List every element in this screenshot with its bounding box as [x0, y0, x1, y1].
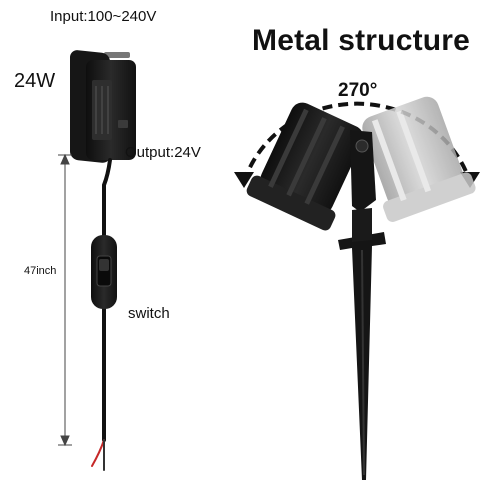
- wattage-label: 24W: [14, 70, 56, 92]
- rotation-angle-label: 270°: [338, 80, 378, 101]
- input-voltage-label: Input:100~240V: [50, 8, 157, 25]
- length-dimension-line: [58, 153, 72, 447]
- metal-structure-title: Metal structure: [252, 24, 471, 57]
- switch-label: switch: [128, 305, 170, 322]
- spotlight-ghost-position: [362, 96, 476, 222]
- arc-arrow-left-icon: [234, 172, 254, 188]
- output-voltage-label: Output:24V: [125, 144, 201, 161]
- cable: [91, 158, 112, 471]
- spotlight-main: [246, 102, 376, 231]
- cable-length-label: 47inch: [24, 265, 57, 277]
- power-adapter: [70, 50, 136, 163]
- inline-switch: [91, 235, 117, 309]
- ground-stake: [338, 208, 386, 480]
